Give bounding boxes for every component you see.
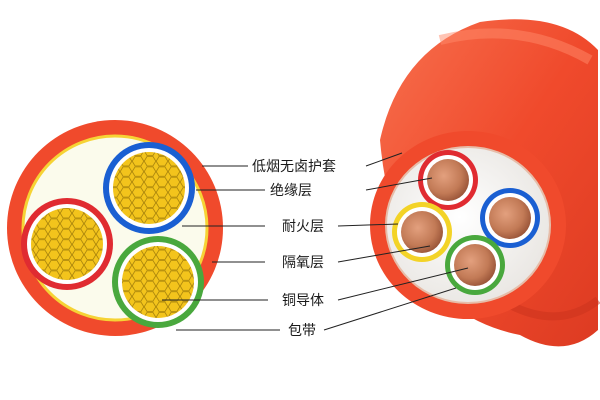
leader-lines: [162, 152, 469, 331]
core-green: [112, 236, 204, 328]
label-separator: 隔氧层: [282, 255, 324, 271]
end-core-green: [445, 235, 505, 295]
leader-tape-right: [323, 287, 457, 331]
label-fire-resistant: 耐火层: [282, 219, 324, 235]
label-sheath: 低烟无卤护套: [252, 159, 336, 175]
leader-fire-right: [337, 223, 399, 227]
leader-sheath-right: [365, 152, 403, 167]
labels: 低烟无卤护套 绝缘层 耐火层 隔氧层 铜导体 包带: [252, 159, 336, 339]
core-blue: [103, 142, 195, 234]
end-core-yellow: [392, 202, 452, 262]
end-core-blue: [480, 188, 540, 248]
cable-3d: [370, 19, 600, 347]
label-insulation: 绝缘层: [270, 183, 312, 199]
leader-insulation-right: [365, 177, 433, 191]
label-conductor: 铜导体: [282, 293, 324, 309]
cross-section: [7, 120, 223, 336]
label-tape: 包带: [288, 323, 316, 339]
leader-separator-right: [337, 245, 431, 263]
end-core-red: [418, 150, 478, 210]
core-red: [21, 198, 113, 290]
leader-conductor-right: [337, 267, 469, 301]
